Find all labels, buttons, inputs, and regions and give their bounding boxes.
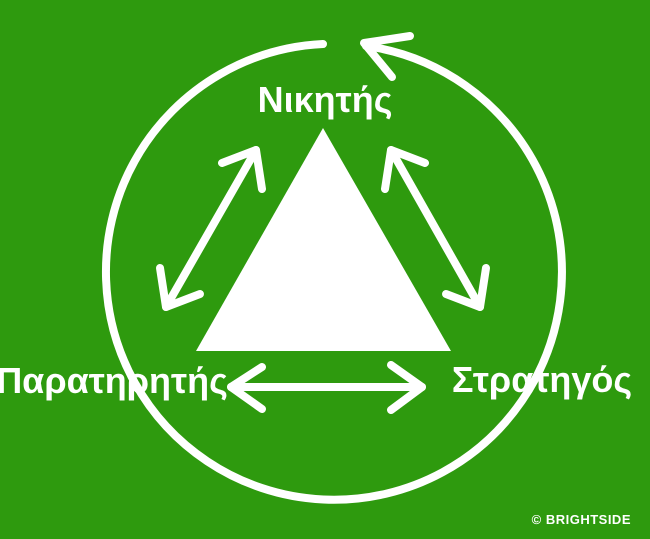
center-triangle [196,128,451,351]
brightside-watermark: © BRIGHTSIDE [532,512,631,527]
label-left: Παρατηρητής [0,360,228,401]
double-arrow-left [156,146,266,311]
double-arrow-bottom [227,361,426,414]
double-arrow-right [381,146,490,311]
label-top: Νικητής [258,79,393,120]
label-right: Στρατηγός [452,359,632,400]
cycle-circle-arrow [101,32,566,504]
cycle-arrowhead [360,32,414,81]
cycle-circle-path [101,40,566,504]
